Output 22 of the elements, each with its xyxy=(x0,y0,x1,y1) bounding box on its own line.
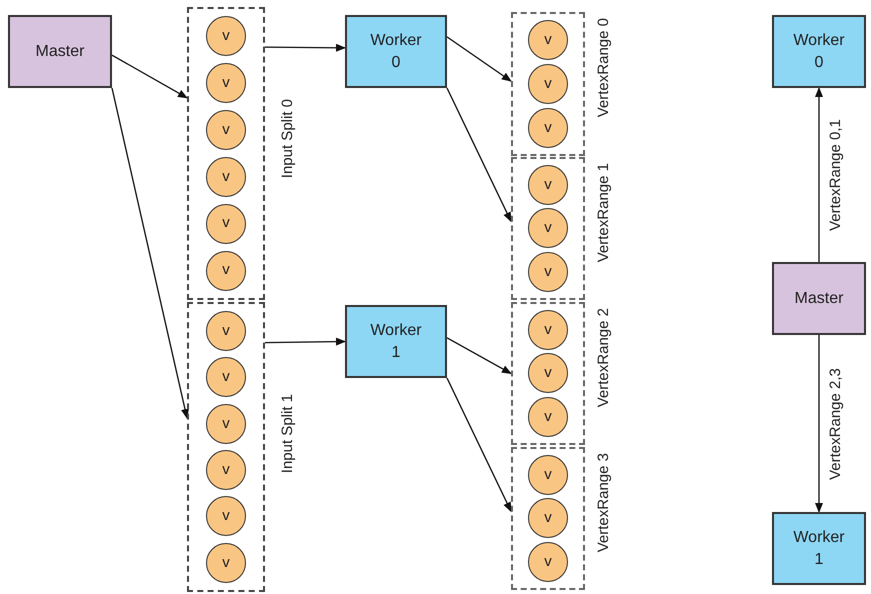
group-label: VertexRange 0 xyxy=(594,18,613,118)
worker-box: Worker 0 xyxy=(345,15,447,88)
group-label: VertexRange 3 xyxy=(594,453,613,552)
arrow xyxy=(446,337,512,374)
arrow xyxy=(815,87,823,262)
group-label: Input Split 0 xyxy=(278,99,297,178)
arrow xyxy=(265,338,346,346)
worker-box: Worker 0 xyxy=(772,15,866,88)
arrow xyxy=(111,88,189,419)
worker-box: Worker 1 xyxy=(345,305,447,378)
arrow xyxy=(265,44,346,52)
master-box: Master xyxy=(772,262,866,335)
arrow xyxy=(815,335,823,513)
worker-box: Worker 1 xyxy=(772,512,866,585)
arrow xyxy=(112,54,188,98)
arrow xyxy=(446,88,512,222)
arrow xyxy=(446,36,512,82)
arrow xyxy=(446,378,512,512)
master-box: Master xyxy=(8,15,112,88)
group-label: VertexRange 1 xyxy=(594,163,613,262)
group-label: Input Split 1 xyxy=(278,394,297,474)
group-label: VertexRange 2 xyxy=(594,308,613,408)
